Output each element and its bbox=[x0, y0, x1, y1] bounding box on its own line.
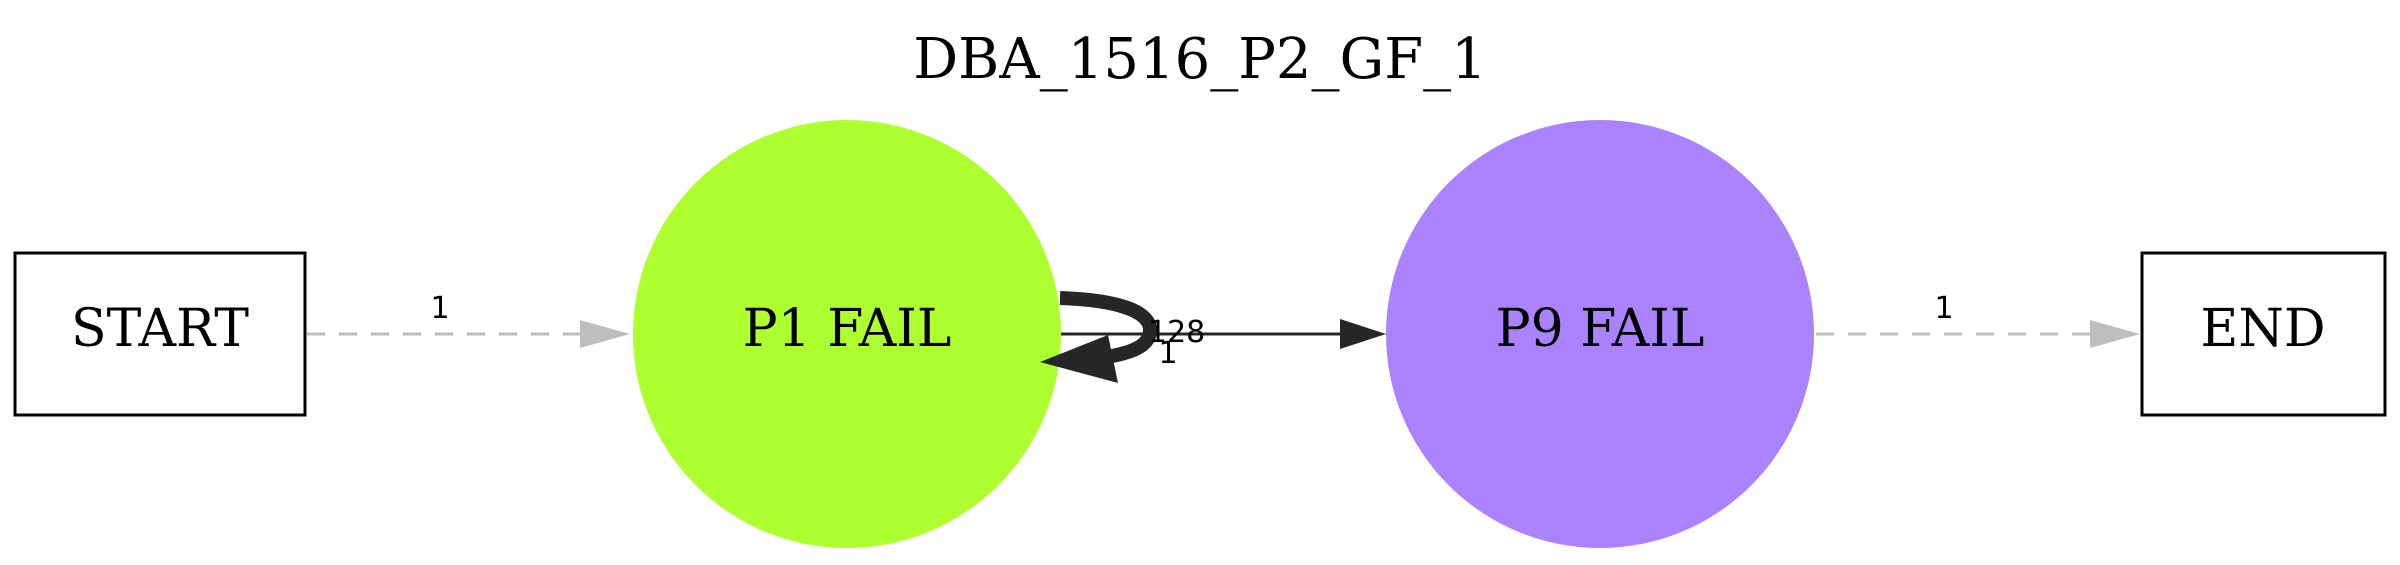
edge-p9-end: 1 bbox=[1816, 291, 2140, 348]
node-p1-label: P1 FAIL bbox=[743, 299, 952, 359]
node-end-label: END bbox=[2200, 299, 2325, 359]
node-start-label: START bbox=[71, 299, 249, 359]
node-p1-circle bbox=[633, 120, 1061, 548]
edge-p1-p9: 1 bbox=[1061, 319, 1386, 371]
node-p9-label: P9 FAIL bbox=[1496, 299, 1705, 359]
node-p9-circle bbox=[1386, 120, 1814, 548]
edge-start-p1-label: 1 bbox=[430, 291, 449, 326]
node-p1-fail[interactable]: P1 FAIL bbox=[633, 120, 1061, 548]
edge-p1-self-label: 128 bbox=[1148, 315, 1205, 350]
edge-p9-end-label: 1 bbox=[1934, 291, 1953, 326]
node-end[interactable]: END bbox=[2140, 251, 2387, 417]
edge-p1-p9-label: 1 bbox=[1158, 336, 1177, 371]
graph-title: DBA_1516_P2_GF_1 bbox=[913, 27, 1487, 92]
node-start[interactable]: START bbox=[13, 251, 307, 417]
edge-start-p1: 1 bbox=[307, 291, 630, 348]
edge-p1-self-loop: 128 bbox=[1040, 291, 1205, 383]
node-p9-fail[interactable]: P9 FAIL bbox=[1386, 120, 1814, 548]
